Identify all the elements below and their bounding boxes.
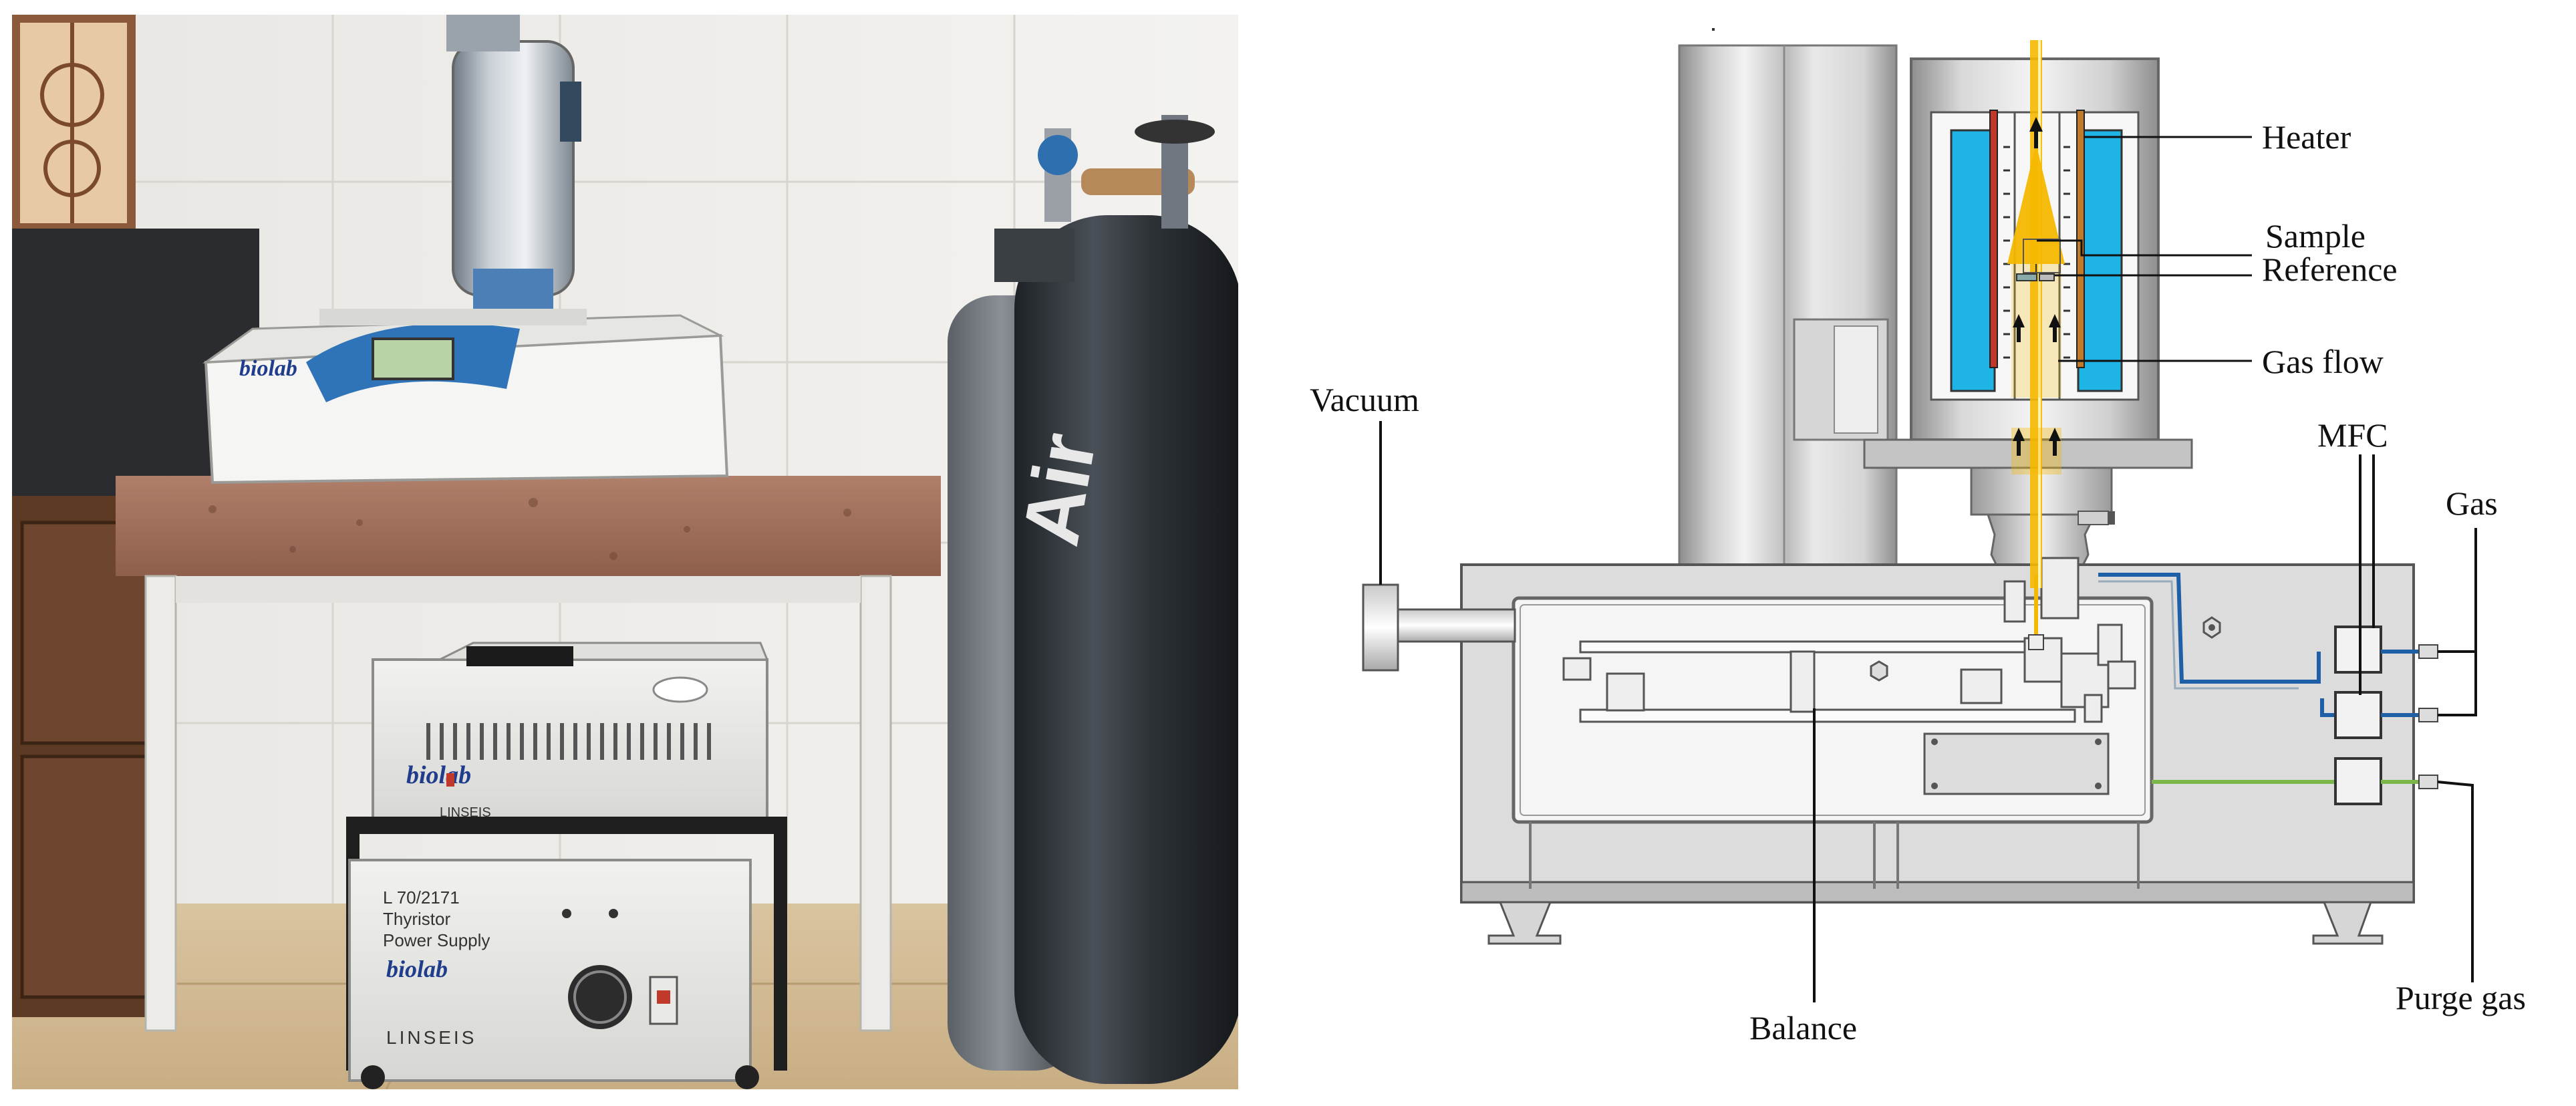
gas-line-blue: [2098, 573, 2321, 684]
controller-brand-label: biolab: [406, 761, 471, 789]
foot-left: [1487, 901, 1562, 945]
reference-crucible: [2039, 273, 2055, 281]
foot-right: [2312, 901, 2384, 945]
power-unit-line1: Thyristor: [383, 909, 450, 929]
sample-crucible: [2016, 273, 2037, 281]
tga-schematic-drawing: Heater Sample Reference Gas flow Vacuum …: [1310, 28, 2526, 1047]
power-unit-maker-label: LINSEIS: [386, 1027, 476, 1048]
sample-leader: [2037, 239, 2252, 257]
controller-maker-label: LINSEIS: [440, 805, 491, 820]
heater-element-right: [2076, 110, 2085, 368]
mfc-box-3: [2334, 757, 2382, 805]
label-gas: Gas: [2446, 485, 2498, 522]
vacuum-port: [1362, 583, 1399, 672]
power-unit-model: L 70/2171: [383, 887, 460, 908]
instrument-photo: biolab biolab LINSEIS L 70/2171 Thyristo…: [12, 15, 1238, 1089]
instrument-brand-label: biolab: [239, 356, 297, 381]
label-balance: Balance: [1749, 1009, 1857, 1047]
speck: [1712, 28, 1715, 31]
label-sample: Sample: [2265, 217, 2366, 255]
label-heater: Heater: [2262, 118, 2351, 156]
furnace-wall-right: [2077, 129, 2123, 392]
tga-schematic: Heater Sample Reference Gas flow Vacuum …: [1256, 0, 2576, 1106]
label-mfc: MFC: [2317, 416, 2388, 454]
label-gas-flow: Gas flow: [2262, 343, 2384, 380]
cylinder-air-marking: Air: [1006, 426, 1113, 551]
power-unit-brand-label: biolab: [386, 956, 448, 982]
furnace-wall-left: [1950, 129, 1996, 392]
label-reference: Reference: [2262, 251, 2398, 288]
label-vacuum: Vacuum: [1310, 381, 1419, 418]
balance-column: [1678, 44, 1898, 575]
power-unit-line2: Power Supply: [383, 930, 490, 950]
heater-element-left: [1989, 110, 1998, 368]
label-purge-gas: Purge gas: [2396, 979, 2526, 1016]
mfc-box-2: [2334, 691, 2382, 739]
mfc-box-1: [2334, 626, 2382, 674]
instrument-photo-drawing: biolab biolab LINSEIS L 70/2171 Thyristo…: [12, 15, 1238, 1089]
